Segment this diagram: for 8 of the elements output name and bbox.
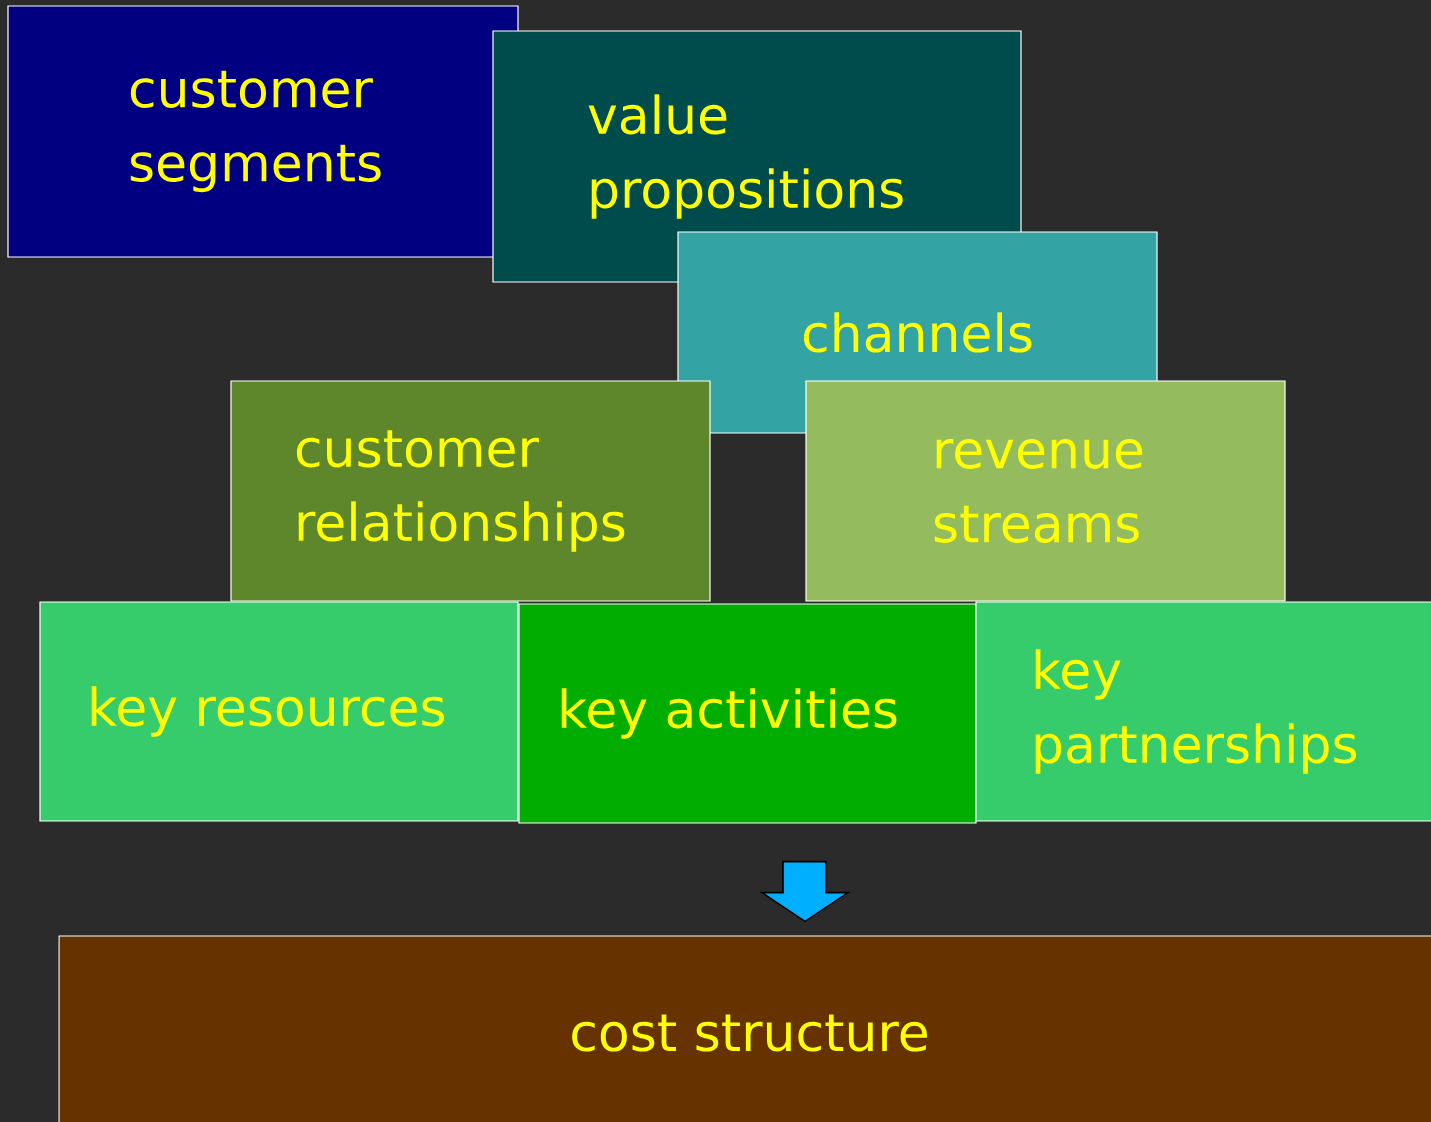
box: customer relationships (230, 380, 711, 602)
block-arrow (759, 860, 851, 923)
box: key resources (39, 601, 519, 822)
box: key activities (518, 603, 977, 824)
box: customer segments (7, 5, 519, 258)
box: cost structure (58, 935, 1431, 1122)
box: key partnerships (975, 601, 1431, 822)
box: revenue streams (805, 380, 1286, 602)
